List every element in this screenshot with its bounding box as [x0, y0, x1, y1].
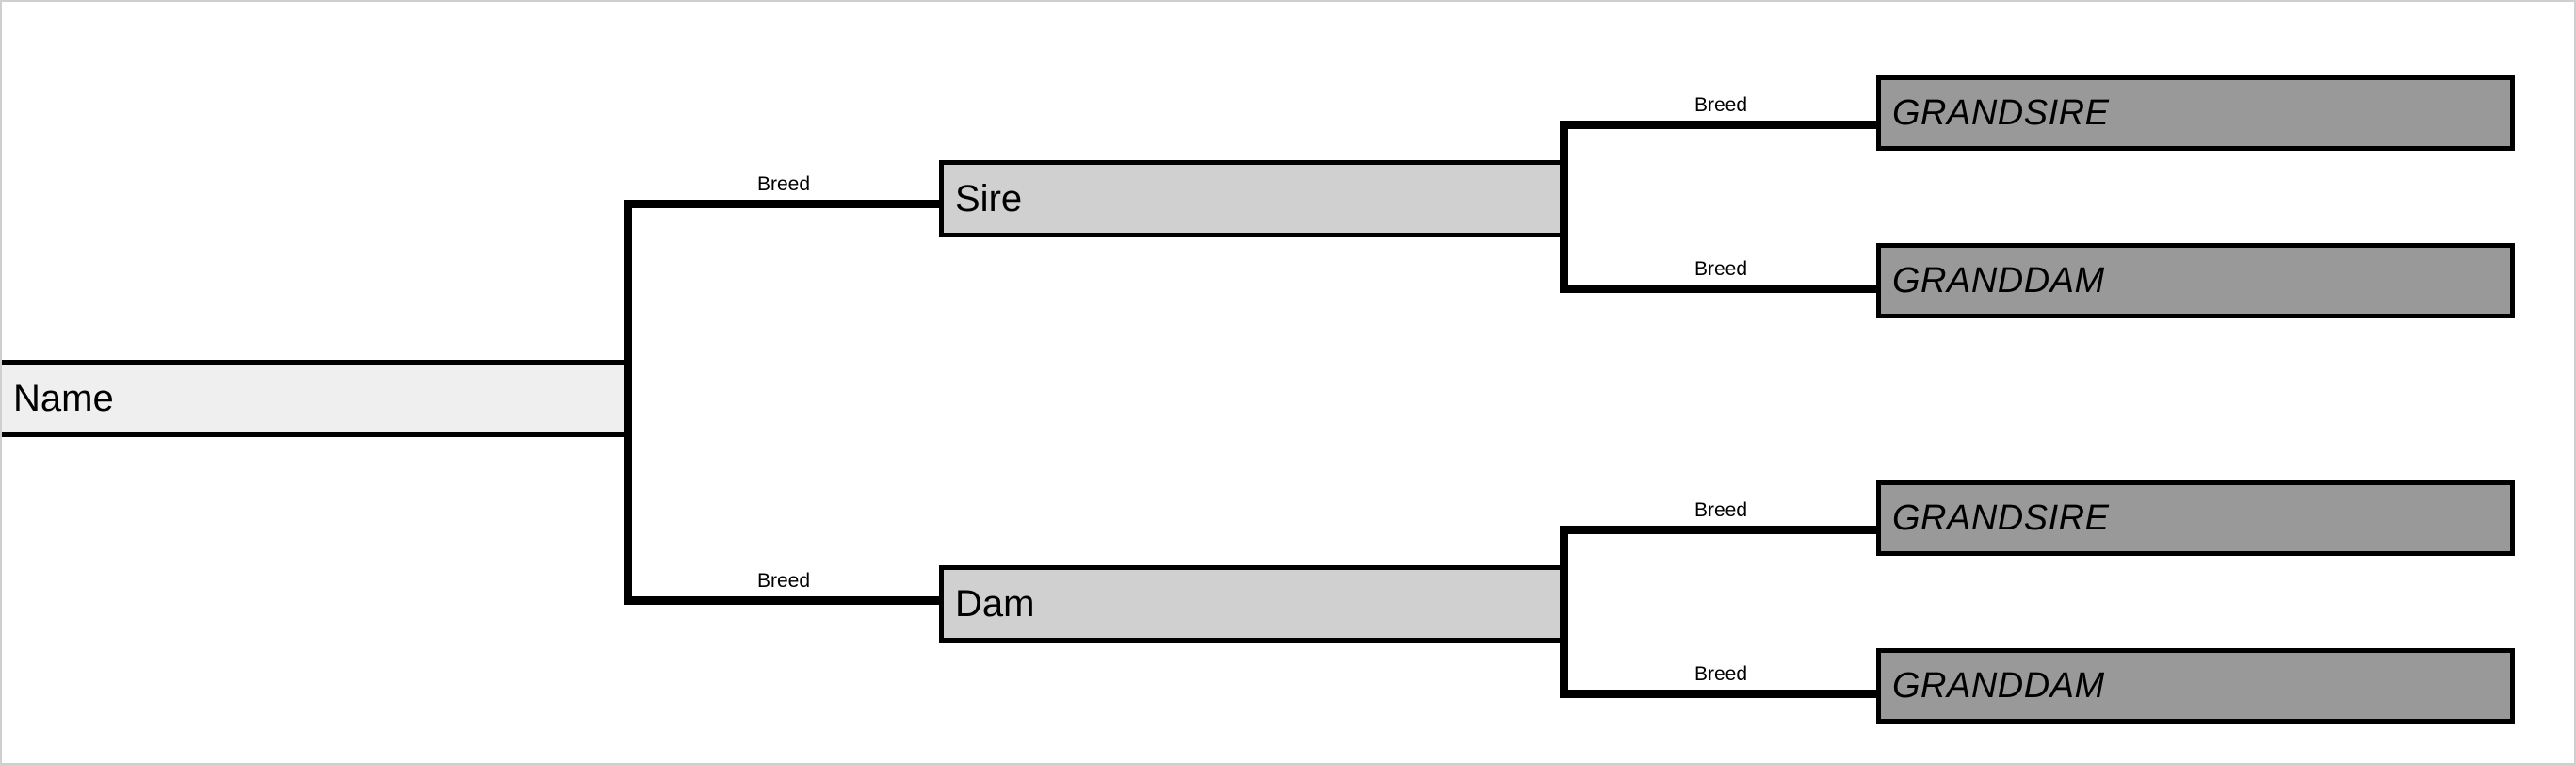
node-dam-grandsire[interactable]: GRANDSIRE [1876, 480, 2515, 556]
node-dam-granddam-label: GRANDDAM [1892, 666, 2105, 706]
node-root-name-label: Name [13, 378, 114, 419]
connector-root-to-sire [624, 200, 944, 208]
node-sire-label: Sire [955, 178, 1023, 220]
connector-dam-vertical [1560, 526, 1568, 698]
connector-dam-to-grandsire [1560, 526, 1885, 534]
connector-sire-vertical [1560, 121, 1568, 293]
node-sire-grandsire[interactable]: GRANDSIRE [1876, 75, 2515, 151]
breed-label-sire-grandsire: Breed [1693, 94, 1748, 116]
node-dam[interactable]: Dam [939, 565, 1568, 643]
breed-label-sire-granddam: Breed [1693, 258, 1748, 280]
connector-sire-to-grandsire [1560, 121, 1885, 129]
node-sire-granddam-label: GRANDDAM [1892, 261, 2105, 301]
node-sire-grandsire-label: GRANDSIRE [1892, 93, 2110, 133]
node-sire-granddam[interactable]: GRANDDAM [1876, 243, 2515, 318]
connector-sire-to-granddam [1560, 285, 1885, 293]
node-dam-granddam[interactable]: GRANDDAM [1876, 648, 2515, 724]
connector-root-vertical [624, 200, 632, 605]
breed-label-dam-granddam: Breed [1693, 663, 1748, 685]
breed-label-dam: Breed [756, 570, 811, 592]
connector-root-to-dam [624, 596, 944, 605]
node-sire[interactable]: Sire [939, 160, 1568, 237]
node-dam-label: Dam [955, 583, 1035, 625]
breed-label-sire: Breed [756, 173, 811, 195]
node-root-name[interactable]: Name [2, 360, 628, 437]
node-dam-grandsire-label: GRANDSIRE [1892, 498, 2110, 538]
connector-dam-to-granddam [1560, 690, 1885, 698]
breed-label-dam-grandsire: Breed [1693, 499, 1748, 521]
